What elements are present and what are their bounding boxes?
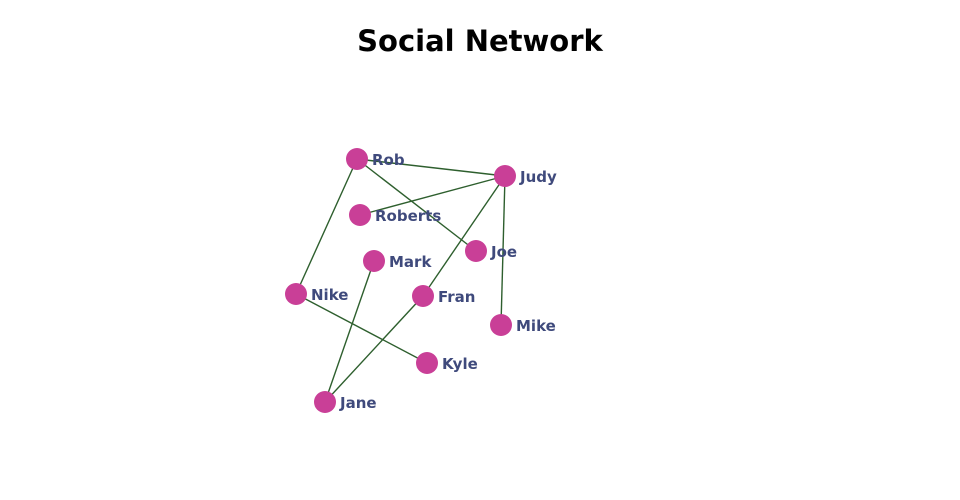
edge-roberts-judy xyxy=(359,175,506,216)
node-rob[interactable] xyxy=(346,148,368,170)
node-judy[interactable] xyxy=(494,165,516,187)
node-label-mike: Mike xyxy=(516,317,556,335)
node-mark[interactable] xyxy=(363,250,385,272)
edge-rob-judy xyxy=(356,158,506,177)
node-fran[interactable] xyxy=(412,285,434,307)
node-nike[interactable] xyxy=(285,283,307,305)
node-label-joe: Joe xyxy=(490,243,517,261)
node-label-mark: Mark xyxy=(389,253,432,271)
chart-title: Social Network xyxy=(357,24,603,58)
node-label-roberts: Roberts xyxy=(375,207,441,225)
edge-fran-jane xyxy=(324,295,424,403)
node-label-rob: Rob xyxy=(372,151,405,169)
node-kyle[interactable] xyxy=(416,352,438,374)
edge-rob-joe xyxy=(356,158,477,252)
edge-mark-jane xyxy=(324,260,375,403)
node-roberts[interactable] xyxy=(349,204,371,226)
node-label-judy: Judy xyxy=(519,168,557,186)
edge-judy-mike xyxy=(500,175,506,326)
edge-rob-nike xyxy=(295,158,358,295)
edge-nike-kyle xyxy=(295,293,428,364)
edge-judy-fran xyxy=(422,175,506,297)
node-label-jane: Jane xyxy=(339,394,377,412)
node-label-kyle: Kyle xyxy=(442,355,478,373)
node-label-fran: Fran xyxy=(438,288,476,306)
node-joe[interactable] xyxy=(465,240,487,262)
node-label-nike: Nike xyxy=(311,286,348,304)
node-mike[interactable] xyxy=(490,314,512,336)
node-jane[interactable] xyxy=(314,391,336,413)
